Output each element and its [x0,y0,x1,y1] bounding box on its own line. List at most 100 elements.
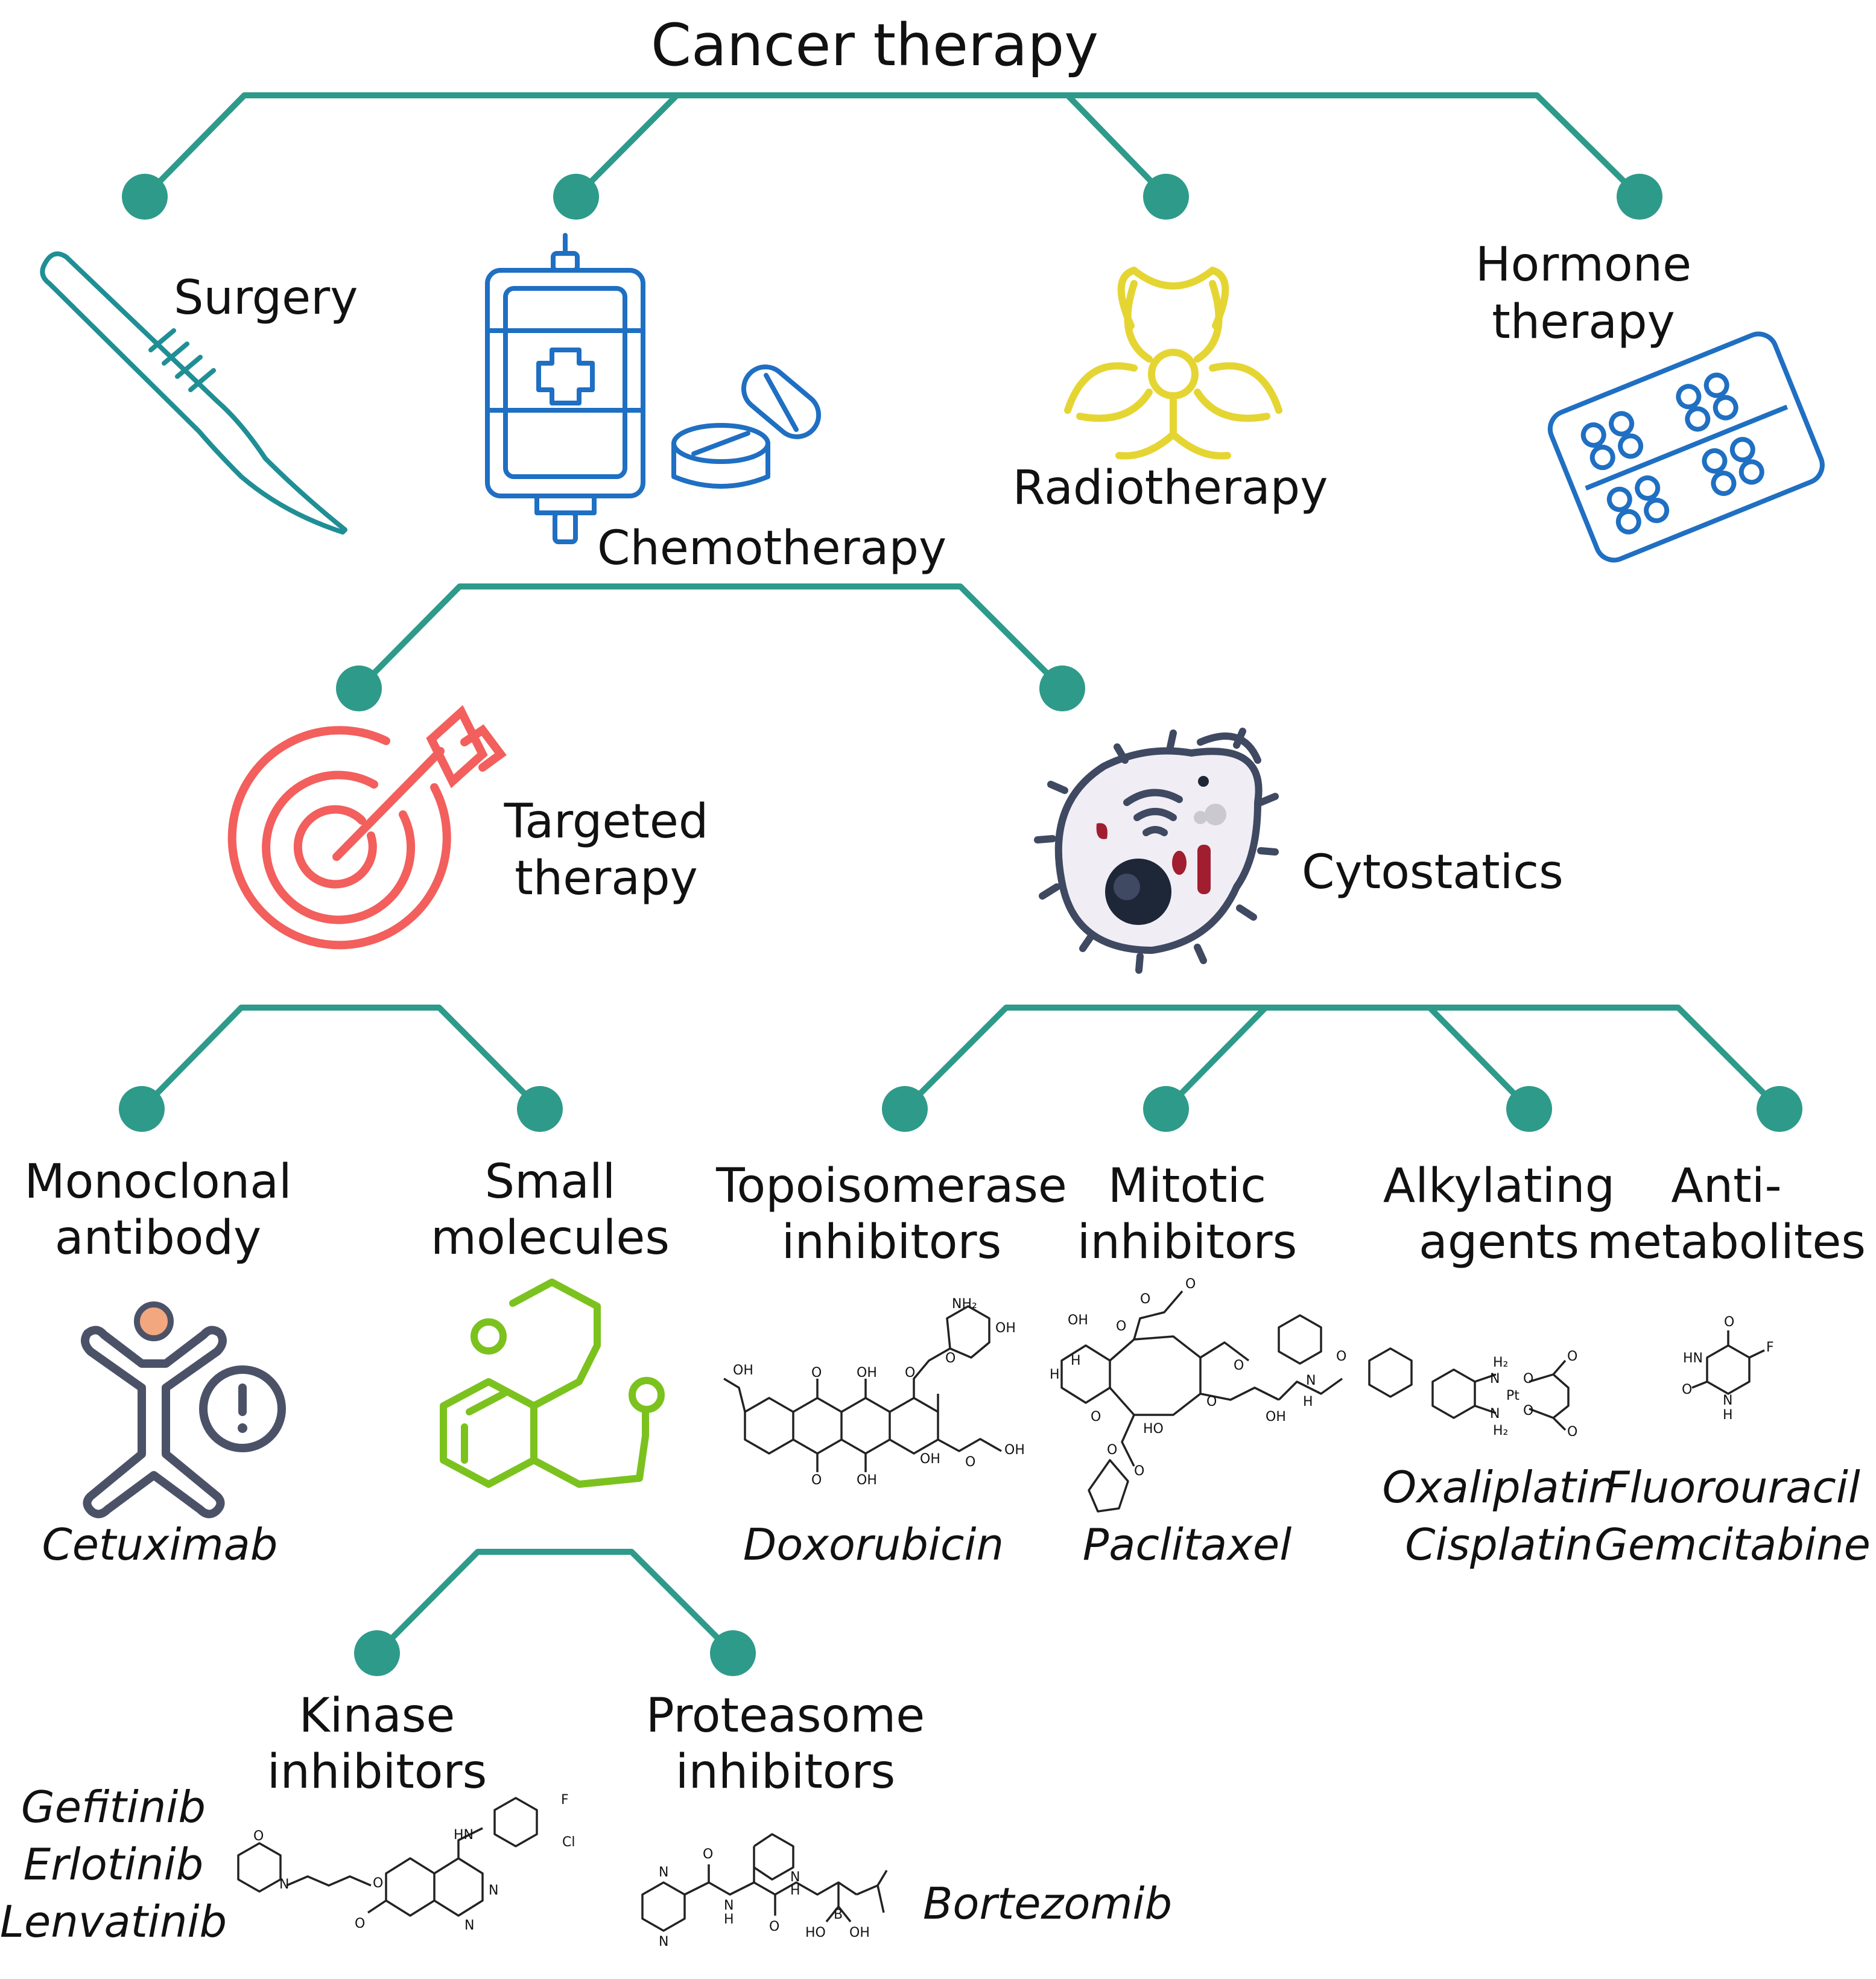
chem-label: OH [857,1365,877,1380]
label-hormone-line1: Hormone [1475,238,1691,292]
connectors [139,92,1783,1656]
chem-label: OH [920,1452,940,1467]
oxaliplatin-structure: H₂ N Pt N H₂ O O O O [1431,1349,1577,1440]
chem-label: F [561,1793,569,1808]
label-radiotherapy: Radiotherapy [1013,461,1328,515]
drug-oxaliplatin: Oxaliplatin [1382,1462,1615,1513]
drug-gemcitabine: Gemcitabine [1594,1519,1871,1570]
chem-label: O [373,1876,383,1891]
chem-label: H [724,1912,734,1927]
chem-label: OH [733,1363,753,1378]
node-mab [119,1086,165,1132]
node-cytostatics [1039,665,1085,711]
label-small-line2: molecules [431,1211,670,1265]
chem-label: O [1134,1464,1144,1479]
chem-label: O [1523,1371,1533,1387]
chem-label: H [1071,1353,1081,1368]
chem-label: O [253,1829,264,1844]
chem-label: N [1306,1373,1316,1388]
chem-label: H₂ [1493,1423,1508,1438]
chem-label: N [724,1898,734,1913]
connector-top-bar [142,92,1643,200]
biohazard-icon [1064,267,1282,460]
drug-cetuximab: Cetuximab [42,1519,277,1570]
cell-icon [1034,728,1279,974]
connector-cyto-alkyl [1427,1005,1532,1112]
chem-label: OH [995,1321,1016,1336]
exclamation-dot-icon [238,1423,247,1433]
chem-label: N [790,1870,800,1885]
chem-label: N [659,1934,668,1949]
chem-label: H [1050,1367,1060,1382]
chem-label: O [1185,1277,1196,1292]
chem-label: H₂ [1493,1355,1508,1370]
small-molecule-icon [440,1279,665,1488]
chem-label: O [1116,1319,1126,1334]
chem-label: O [1724,1315,1734,1330]
label-topo-line1: Topoisomerase [715,1159,1067,1213]
chem-label: HO [1143,1422,1164,1437]
drug-gefitinib: Gefitinib [21,1782,206,1832]
chem-label: O [769,1919,779,1934]
chem-label: O [945,1351,955,1366]
chem-label: H [1723,1408,1733,1423]
label-proteasome-line1: Proteasome [646,1689,925,1743]
chem-label: O [965,1455,975,1470]
chem-label: O [1523,1403,1533,1418]
chem-label: HN [454,1828,474,1843]
chem-label: OH [1068,1313,1088,1328]
chem-label: Cl [562,1835,575,1850]
chem-label: N [279,1877,289,1892]
chem-label: B [834,1907,843,1922]
node-hormone [1617,174,1662,220]
target-icon [227,705,507,950]
iv-bag-icon [485,233,822,544]
chem-label: OH [1004,1443,1025,1458]
node-kinase [354,1630,400,1676]
label-surgery: Surgery [174,271,358,325]
chem-label: OH [1266,1409,1286,1425]
chem-label: O [1336,1349,1346,1364]
node-small-molecules [517,1086,563,1132]
chem-label: O [811,1365,822,1380]
gefitinib-structure: O N O O HN F Cl N N [237,1793,575,1933]
label-proteasome-line2: inhibitors [676,1745,895,1799]
label-mab-line1: Monoclonal [24,1155,291,1209]
drug-lenvatinib: Lenvatinib [0,1896,227,1947]
antibody-icon [81,1326,286,1519]
label-kinase-line2: inhibitors [267,1745,487,1799]
chem-label: F [1766,1340,1774,1355]
scalpel-icon [40,251,347,535]
chem-label: N [489,1883,498,1898]
drug-erlotinib: Erlotinib [24,1839,204,1890]
node-anti [1757,1086,1802,1132]
chem-label: O [1091,1409,1101,1425]
node-topo [882,1086,928,1132]
chem-label: H [1303,1394,1313,1409]
drug-doxorubicin: Doxorubicin [743,1519,1004,1570]
chem-label: OH [849,1925,870,1940]
label-anti-line2: metabolites [1587,1215,1866,1269]
chem-label: O [1234,1358,1244,1373]
connector-cyto-mitotic [1163,1005,1269,1112]
node-proteasome [710,1630,756,1676]
label-targeted-line2: therapy [515,851,698,906]
chem-label: O [355,1916,365,1931]
chem-label: N [1490,1371,1500,1387]
chem-label: O [1107,1443,1117,1458]
drug-fluorouracil: Fluorouracil [1605,1462,1860,1513]
node-alkyl [1506,1086,1552,1132]
label-mitotic-line1: Mitotic [1108,1159,1266,1213]
chem-label: HO [805,1925,826,1940]
chem-label: O [703,1847,713,1862]
label-anti-line1: Anti- [1671,1159,1781,1213]
label-topo-line2: inhibitors [782,1215,1001,1269]
label-cytostatics: Cytostatics [1302,845,1564,900]
chem-label: N [464,1918,474,1933]
bortezomib-structure: N N O N H N H O B HO OH [641,1833,888,1949]
chem-label: HN [1683,1351,1703,1366]
doxorubicin-structure: NH₂ OH O O OH OH O OH O OH OH O [723,1297,1025,1488]
connector-chemo-bar [356,583,1065,691]
drug-paclitaxel: Paclitaxel [1083,1519,1291,1570]
chem-label: O [1206,1394,1217,1409]
